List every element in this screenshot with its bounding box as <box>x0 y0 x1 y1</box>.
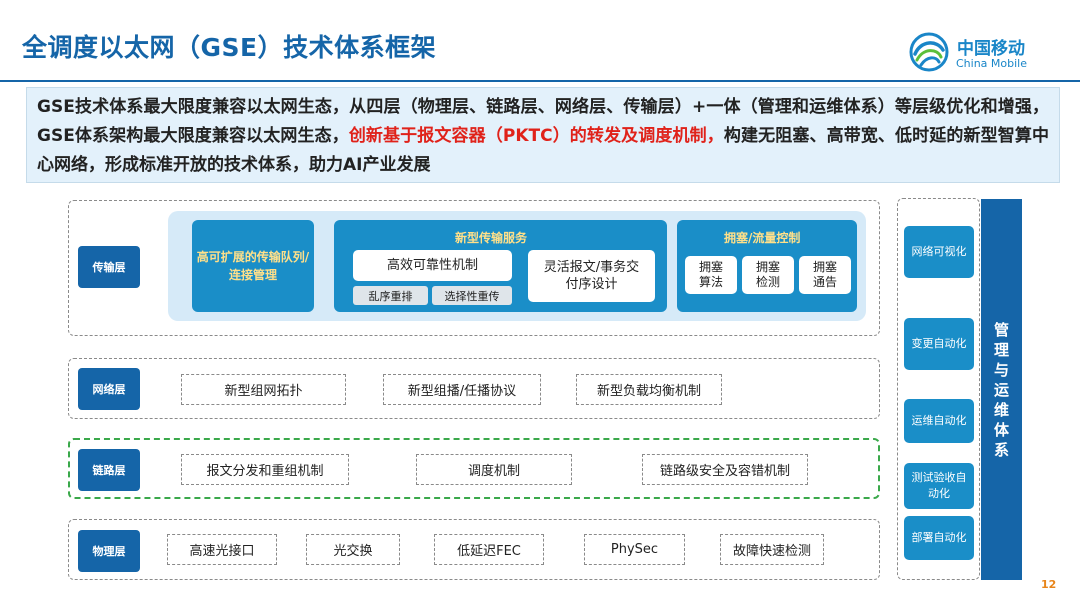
physical-layer <box>68 519 880 580</box>
congestion-notification-box: 拥塞通告 <box>799 256 851 294</box>
transport-layer <box>68 200 880 336</box>
link-layer-label: 链路层 <box>78 449 140 491</box>
physical-layer-label: 物理层 <box>78 530 140 572</box>
selective-retransmit-box: 选择性重传 <box>432 286 512 305</box>
management-sidebar: 管理与运维体系 <box>981 199 1022 580</box>
logo-text-en: China Mobile <box>956 57 1028 70</box>
physical-item-fault-detection: 故障快速检测 <box>720 534 824 565</box>
link-layer <box>68 438 880 499</box>
transport-service-title: 新型传输服务 <box>455 231 528 245</box>
congestion-algorithm-box: 拥塞算法 <box>685 256 737 294</box>
mgmt-item-test-automation: 测试验收自动化 <box>904 463 974 509</box>
physical-item-optical-interface: 高速光接口 <box>167 534 277 565</box>
page-title: 全调度以太网（GSE）技术体系框架 <box>22 33 437 62</box>
congestion-control-title: 拥塞/流量控制 <box>724 231 801 245</box>
reorder-box: 乱序重排 <box>353 286 428 305</box>
management-sidebar-label: 管理与运维体系 <box>993 320 1009 459</box>
page-number: 12 <box>1041 578 1057 591</box>
physical-item-optical-switch: 光交换 <box>306 534 400 565</box>
header-divider <box>0 80 1080 82</box>
mgmt-item-visualization: 网络可视化 <box>904 226 974 278</box>
network-layer <box>68 358 880 419</box>
scalable-queue-block: 高可扩展的传输队列/连接管理 <box>192 220 314 312</box>
intro-text-before: GSE技术体系最大限度兼容以太网生态，从四层（物理层、链路层、网络层、传输层）+… <box>37 97 1049 146</box>
intro-highlight: 创新基于报文容器（PKTC）的转发及调度机制， <box>348 126 724 146</box>
mgmt-item-deploy-automation: 部署自动化 <box>904 516 974 560</box>
mgmt-item-ops-automation: 运维自动化 <box>904 399 974 443</box>
network-item-multicast: 新型组播/任播协议 <box>383 374 541 405</box>
physical-item-physec: PhySec <box>584 534 685 565</box>
logo-swirl-icon <box>909 32 949 72</box>
link-item-security: 链路级安全及容错机制 <box>642 454 808 485</box>
logo-text-cn: 中国移动 <box>957 39 1025 59</box>
link-item-packet-distribution: 报文分发和重组机制 <box>181 454 349 485</box>
reliability-box: 高效可靠性机制 <box>353 250 512 281</box>
network-layer-label: 网络层 <box>78 368 140 410</box>
intro-text-after: 构建无阻塞、高带宽、低时延的新型智算中心网络，形成标准开放的技术体系，助力AI产… <box>37 126 1049 175</box>
physical-item-low-latency-fec: 低延迟FEC <box>434 534 544 565</box>
mgmt-item-change-automation: 变更自动化 <box>904 318 974 370</box>
china-mobile-logo: 中国移动 China Mobile <box>907 30 1067 76</box>
network-item-topology: 新型组网拓扑 <box>181 374 346 405</box>
link-item-scheduling: 调度机制 <box>416 454 572 485</box>
management-container <box>897 198 980 580</box>
congestion-detection-box: 拥塞检测 <box>742 256 794 294</box>
transport-layer-label: 传输层 <box>78 246 140 288</box>
intro-box: GSE技术体系最大限度兼容以太网生态，从四层（物理层、链路层、网络层、传输层）+… <box>26 87 1060 183</box>
network-item-load-balance: 新型负载均衡机制 <box>576 374 722 405</box>
flexible-delivery-box: 灵活报文/事务交付序设计 <box>528 250 655 302</box>
